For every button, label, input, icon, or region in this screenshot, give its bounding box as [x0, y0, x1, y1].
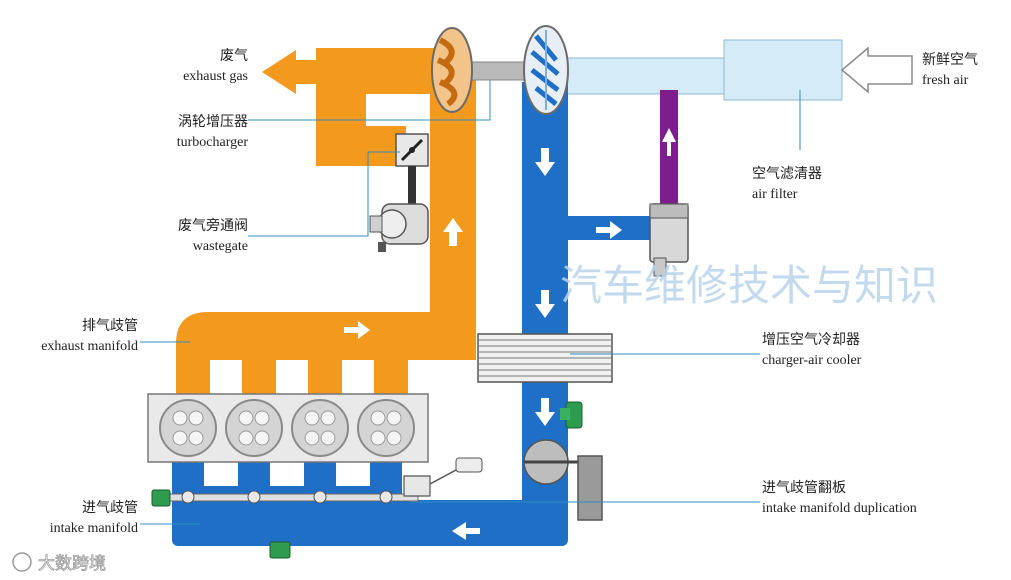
compressor-wheel: [523, 25, 569, 115]
label-exhaust-manifold: 排气歧管 exhaust manifold: [41, 318, 138, 354]
engine-block: [147, 393, 429, 463]
label-exhaust-manifold-cn: 排气歧管: [82, 318, 138, 334]
wastegate-valve: [369, 133, 429, 252]
cylinders: [159, 399, 415, 457]
intake-flow-arrows: [452, 148, 622, 540]
label-turbocharger-cn: 涡轮增压器: [178, 114, 248, 130]
label-intake-manifold-cn: 进气歧管: [82, 500, 138, 516]
label-fresh-air-en: fresh air: [922, 73, 969, 88]
label-charger-air-cooler-cn: 增压空气冷却器: [762, 332, 860, 348]
label-air-filter-en: air filter: [752, 187, 798, 202]
charge-air-cooler: [477, 333, 613, 383]
label-intake-manifold-duplication: 进气歧管翻板 intake manifold duplication: [762, 480, 917, 516]
pressure-sensor: [560, 401, 583, 429]
label-turbocharger: 涡轮增压器 turbocharger: [177, 114, 249, 150]
turbo-shaft: [469, 61, 525, 81]
leader-lines: [140, 80, 801, 525]
label-charger-air-cooler: 增压空气冷却器 charger-air cooler: [762, 332, 862, 368]
label-intake-manifold: 进气歧管 intake manifold: [50, 500, 138, 536]
label-exhaust-gas: 废气 exhaust gas: [183, 48, 248, 84]
label-wastegate-en: wastegate: [193, 239, 248, 254]
exhaust-flow-arrows: [344, 218, 463, 339]
label-exhaust-gas-en: exhaust gas: [183, 69, 248, 84]
watermark-logo-icon: [12, 552, 32, 572]
label-fresh-air-cn: 新鲜空气: [922, 52, 978, 68]
exhaust-gas-arrow: [262, 50, 318, 94]
intake-flap-rail: [165, 457, 483, 504]
watermark-corner: 大数跨境: [12, 552, 106, 574]
label-intake-manifold-duplication-en: intake manifold duplication: [762, 501, 917, 516]
label-intake-manifold-duplication-cn: 进气歧管翻板: [762, 480, 846, 496]
label-air-filter-cn: 空气滤清器: [752, 166, 822, 182]
label-wastegate: 废气旁通阀 wastegate: [178, 217, 248, 254]
label-wastegate-cn: 废气旁通阀: [178, 217, 248, 234]
exhaust-pipe: [176, 48, 476, 400]
bypass-valve: [649, 90, 689, 277]
label-fresh-air: 新鲜空气 fresh air: [922, 52, 978, 88]
throttle-flap: [523, 439, 603, 521]
label-turbocharger-en: turbocharger: [177, 135, 249, 150]
watermark-main: 汽车维修技术与知识: [560, 261, 938, 310]
turbine-wheel: [431, 27, 473, 113]
label-air-filter: 空气滤清器 air filter: [752, 166, 822, 202]
label-exhaust-manifold-en: exhaust manifold: [41, 339, 138, 354]
fresh-air-duct: [559, 39, 843, 101]
label-charger-air-cooler-en: charger-air cooler: [762, 353, 862, 368]
watermark-corner-text: 大数跨境: [38, 554, 106, 574]
green-connectors: [151, 489, 291, 559]
label-exhaust-gas-cn: 废气: [220, 48, 248, 64]
fresh-air-arrow: [840, 46, 913, 94]
label-intake-manifold-en: intake manifold: [50, 521, 138, 536]
